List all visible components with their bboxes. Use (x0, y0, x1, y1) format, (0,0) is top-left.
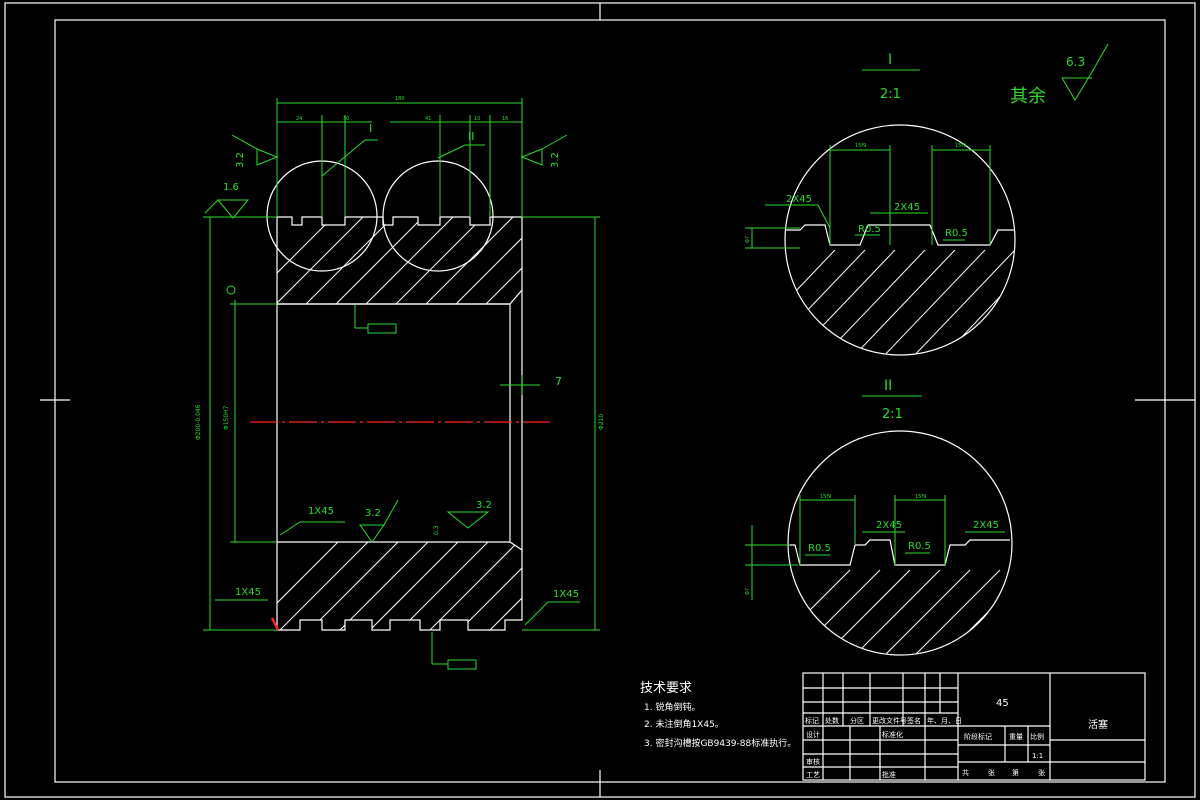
title-part-name: 活塞 (1088, 718, 1108, 731)
detail-II-scale: 2:1 (882, 407, 903, 422)
svg-text:Φ150H7: Φ150H7 (223, 405, 230, 430)
svg-text:24: 24 (296, 116, 302, 122)
detail-II-chamfer-left: 2X45 (876, 520, 902, 531)
svg-text:15f9: 15f9 (915, 494, 926, 500)
svg-text:Φ210: Φ210 (598, 414, 605, 430)
detail-II-circle (787, 430, 1013, 656)
detail-I-radius-1: R0.5 (858, 224, 881, 235)
remaining-roughness-label: 其余 (1010, 86, 1046, 107)
chamfer-1x45-right-label: 1X45 (553, 589, 579, 600)
detail-II-title: II (884, 378, 892, 394)
title-scale-value: 1:1 (1032, 752, 1043, 760)
detail-view-II: II 2:1 15f9 15f9 2X45 2X45 R0.5 R0.5 (745, 378, 1013, 656)
title-material: 45 (996, 698, 1009, 709)
title-header-5: 年、月、日 (927, 716, 962, 725)
title-mark-label: 阶段标记 (964, 732, 992, 741)
detail-I-title: I (888, 52, 892, 68)
remaining-roughness: 其余 6.3 (1010, 43, 1109, 107)
svg-text:10: 10 (474, 116, 480, 122)
upper-wall-outline (276, 216, 523, 305)
sheet-outer-border (4, 2, 1196, 798)
svg-text:15f9: 15f9 (855, 143, 866, 149)
title-sheet-no: 第 (1012, 768, 1019, 777)
detail-I-chamfer-right: 2X45 (894, 202, 920, 213)
svg-text:15f9: 15f9 (955, 143, 966, 149)
upper-wall-hatch (277, 217, 522, 304)
detail-I-scale: 2:1 (880, 87, 901, 102)
title-sheet-label2: 张 (1038, 768, 1045, 777)
chamfer-1x45-bore-label: 1X45 (308, 506, 334, 517)
title-header-3: 更改文件号 (872, 716, 907, 725)
lower-wall-hatch (277, 542, 522, 630)
dim-7-label: 7 (555, 375, 562, 388)
roughness-3-2-bore2-label: 3.2 (476, 500, 492, 511)
title-header-4: 签名 (907, 716, 921, 725)
detail-I-radius-2: R0.5 (945, 228, 968, 239)
title-designer: 设计 (806, 730, 820, 739)
title-approve: 批准 (882, 770, 896, 779)
roughness-1-6-label: 1.6 (223, 182, 239, 193)
title-sheet-total: 共 (962, 768, 969, 777)
tech-item-2: 2. 未注倒角1X45。 (644, 718, 724, 730)
callout-I-label: I (369, 122, 372, 135)
svg-text:180: 180 (395, 96, 405, 102)
title-block: 45 活塞 比例 1:1 阶段标记 重量 标记 处数 分区 更改文件号 签名 年… (802, 672, 1146, 781)
title-process: 工艺 (806, 771, 820, 779)
roughness-3-2-right-label: 3.2 (550, 152, 561, 168)
title-weight-label: 重量 (1009, 733, 1023, 741)
svg-text:0.3: 0.3 (433, 525, 440, 535)
roughness-3-2-left-label: 3.2 (235, 152, 246, 168)
detail-II-chamfer-right: 2X45 (973, 520, 999, 531)
tech-item-1: 1. 锐角倒钝。 (644, 701, 700, 713)
title-header-2: 分区 (850, 716, 864, 725)
svg-text:Φ7: Φ7 (745, 236, 751, 243)
roughness-3-2-bore-label: 3.2 (365, 508, 381, 519)
chamfer-1x45-left-label: 1X45 (235, 587, 261, 598)
tech-requirements: 技术要求 1. 锐角倒钝。 2. 未注倒角1X45。 3. 密封沟槽按GB943… (640, 681, 796, 749)
sheet-inner-frame (54, 19, 1166, 783)
detail-I-circle (784, 124, 1016, 356)
svg-text:41: 41 (425, 116, 431, 122)
tech-title: 技术要求 (640, 681, 692, 696)
title-sheet-label: 张 (988, 768, 995, 777)
title-review: 审核 (806, 757, 820, 766)
main-section-view (250, 160, 550, 631)
detail-II-radius-2: R0.5 (908, 541, 931, 552)
svg-text:Φ200-0.046: Φ200-0.046 (195, 404, 202, 440)
callout-II-label: II (468, 130, 475, 143)
svg-text:30: 30 (343, 116, 349, 122)
title-standardization: 标准化 (882, 730, 903, 739)
title-header-1: 处数 (825, 716, 839, 725)
detail-II-radius-1: R0.5 (808, 543, 831, 554)
svg-text:16: 16 (502, 116, 508, 122)
title-scale-label: 比例 (1030, 732, 1044, 741)
detail-view-I: I 2:1 15f9 15f9 2X45 2X45 R0.5 (745, 52, 1016, 356)
remaining-roughness-value: 6.3 (1066, 55, 1085, 69)
lower-wall-outline (276, 541, 523, 631)
svg-text:Φ7: Φ7 (745, 588, 751, 595)
detail-circle-II-marker (382, 160, 494, 272)
tech-item-3: 3. 密封沟槽按GB9439-88标准执行。 (644, 737, 796, 749)
main-dimensions: 180 24 30 41 10 16 Φ200-0.046 Φ150H7 Φ21… (195, 96, 605, 670)
svg-text:15f9: 15f9 (820, 494, 831, 500)
detail-I-chamfer-left: 2X45 (786, 194, 812, 205)
title-header-0: 标记 (805, 716, 819, 725)
